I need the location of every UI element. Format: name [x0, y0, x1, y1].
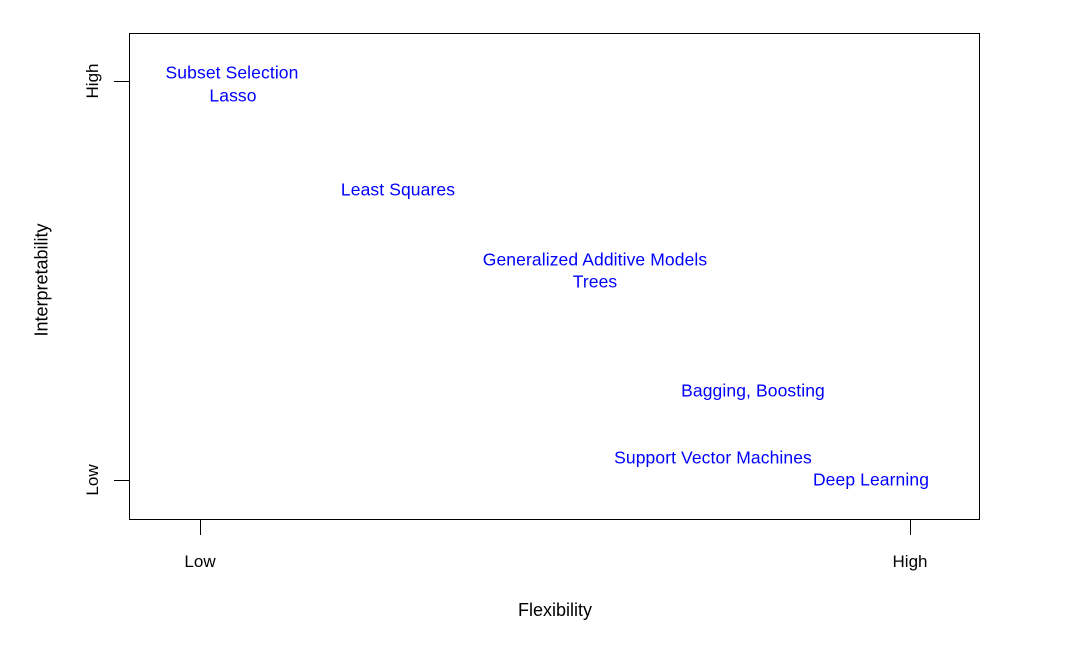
y-tick-mark-low	[114, 480, 129, 481]
annotation-deep-learning: Deep Learning	[812, 469, 930, 490]
y-axis-title: Interpretability	[31, 223, 52, 337]
x-tick-label-low: Low	[184, 552, 216, 571]
y-tick-label-high: High	[83, 63, 102, 99]
x-tick-label-high: High	[892, 552, 928, 571]
annotation-generalized-additive-models: Generalized Additive Models	[482, 249, 708, 270]
x-tick-mark-low	[200, 520, 201, 535]
annotation-bagging-boosting: Bagging, Boosting	[681, 380, 825, 401]
plot-area-frame	[129, 33, 980, 520]
annotation-trees: Trees	[572, 271, 618, 292]
annotation-lasso: Lasso	[209, 85, 257, 106]
annotation-support-vector-machines: Support Vector Machines	[614, 447, 812, 468]
y-tick-mark-high	[114, 81, 129, 82]
annotation-subset-selection: Subset Selection	[165, 62, 299, 83]
y-tick-label-low: Low	[83, 464, 102, 496]
x-axis-title: Flexibility	[517, 600, 593, 620]
annotation-least-squares: Least Squares	[340, 179, 456, 200]
x-tick-mark-high	[910, 520, 911, 535]
